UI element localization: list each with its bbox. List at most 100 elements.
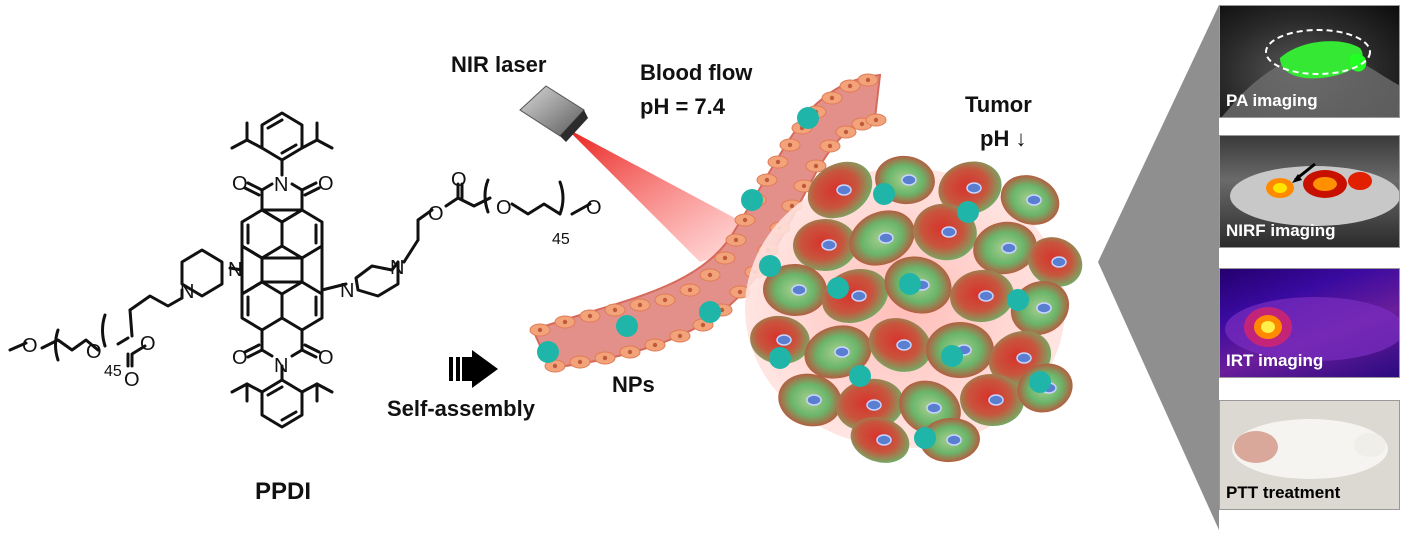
irt-imaging-panel: IRT imaging: [1219, 268, 1400, 378]
ppdi-molecule-structure: [8, 111, 592, 429]
right-peg-chain: [444, 178, 592, 216]
nanoparticle: [899, 273, 921, 295]
atom-o-top-left: O: [232, 173, 248, 195]
endothelial-nucleus: [652, 342, 658, 348]
endothelial-nucleus: [733, 237, 739, 243]
bottom-imide-ring: [243, 343, 321, 382]
endothelial-nucleus: [677, 333, 683, 339]
endothelial-nucleus: [587, 313, 593, 319]
left-piperazine: [128, 248, 244, 312]
endothelial-nucleus: [722, 255, 728, 261]
atom-o-top-right: O: [318, 173, 334, 195]
endothelial-nucleus: [789, 203, 795, 209]
tumor-cell-nucleus: [966, 182, 982, 194]
tumor-cell-nucleus: [776, 334, 792, 346]
endothelial-nucleus: [637, 302, 643, 308]
endothelial-nucleus: [787, 142, 793, 148]
nirf-image: [1230, 162, 1399, 226]
endothelial-nucleus: [801, 183, 807, 189]
atom-o-right-methoxy: O: [586, 197, 602, 219]
tumor-cell-nucleus: [978, 290, 994, 302]
tumor-cell-nucleus: [836, 184, 852, 196]
tumor-cell-nucleus: [1001, 242, 1017, 254]
top-imide-ring: [243, 181, 321, 212]
nanoparticle: [827, 277, 849, 299]
tumor-cell-nucleus: [1051, 256, 1067, 268]
top-diisopropylphenyl: [230, 111, 334, 177]
nanoparticle: [769, 347, 791, 369]
ptt-treatment-panel: PTT treatment: [1219, 400, 1400, 510]
tumor-cell-nucleus: [941, 226, 957, 238]
tumor-ph-label: pH ↓: [980, 126, 1027, 151]
nanoparticle: [849, 365, 871, 387]
tumor-cell-nucleus: [876, 434, 892, 446]
atom-o-right-peg: O: [496, 197, 512, 219]
right-piperazine: [320, 208, 434, 298]
endothelial-nucleus: [827, 143, 833, 149]
nps-label: NPs: [612, 372, 655, 397]
atom-n-top: N: [274, 174, 288, 196]
endothelial-nucleus: [737, 289, 743, 295]
pa-imaging-panel: PA imaging: [1219, 5, 1400, 118]
nanoparticle: [914, 427, 936, 449]
endothelial-nucleus: [707, 272, 713, 278]
ptt-image: [1232, 419, 1388, 479]
peg-repeat-labels: 45 45: [104, 231, 570, 380]
endothelial-nucleus: [700, 322, 706, 328]
nirf-imaging-label: NIRF imaging: [1226, 221, 1336, 240]
self-assembly-label: Self-assembly: [387, 396, 535, 421]
peg-repeat-right: 45: [552, 231, 570, 248]
tumor-cell-nucleus: [866, 399, 882, 411]
atom-o-left-methoxy: O: [22, 335, 38, 357]
atom-n-right-core: N: [340, 280, 354, 302]
tumor-cell-nucleus: [821, 239, 837, 251]
nanoparticle: [616, 315, 638, 337]
tumor-cells: [750, 155, 1083, 463]
atom-n-left-core: N: [228, 259, 242, 281]
atom-o-left-peg: O: [86, 341, 102, 363]
nanoparticle: [537, 341, 559, 363]
tumor-cell-nucleus: [1016, 352, 1032, 364]
endothelial-nucleus: [612, 307, 618, 313]
tumor-cell-nucleus: [926, 402, 942, 414]
tumor-cell-nucleus: [1036, 302, 1052, 314]
endothelial-nucleus: [843, 129, 849, 135]
endothelial-nucleus: [742, 217, 748, 223]
endothelial-nucleus: [775, 159, 781, 165]
peg-repeat-left: 45: [104, 363, 122, 380]
tumor-tissue: [745, 155, 1083, 463]
imaging-callout: [1098, 5, 1219, 530]
nanoparticle: [941, 345, 963, 367]
nanoparticle: [741, 189, 763, 211]
nanoparticle: [797, 107, 819, 129]
pa-image: [1221, 29, 1399, 117]
nanoparticle: [1007, 289, 1029, 311]
tumor-cell-nucleus: [946, 434, 962, 446]
endothelial-nucleus: [662, 297, 668, 303]
endothelial-nucleus: [537, 327, 543, 333]
endothelial-nucleus: [865, 77, 871, 83]
left-peg-chain: [8, 308, 147, 368]
tumor-cell-nucleus: [1026, 194, 1042, 206]
atom-o-left-carbonyl: O: [124, 369, 140, 391]
nir-laser-label: NIR laser: [451, 52, 547, 77]
ptt-treatment-label: PTT treatment: [1226, 483, 1341, 502]
endothelial-nucleus: [873, 117, 879, 123]
self-assembly-arrow: [449, 350, 498, 388]
irt-image: [1225, 297, 1399, 361]
tumor-cell-nucleus: [988, 394, 1004, 406]
atom-n-bottom: N: [274, 355, 288, 377]
nanoparticle: [699, 301, 721, 323]
nir-laser-device: [519, 85, 776, 262]
nanoparticle: [873, 183, 895, 205]
endothelial-nucleus: [859, 121, 865, 127]
atom-n-right-chain: N: [390, 257, 404, 279]
ppdi-label: PPDI: [255, 478, 312, 505]
tumor-cell-nucleus: [878, 232, 894, 244]
endothelial-nucleus: [829, 95, 835, 101]
atom-n-left-chain: N: [180, 281, 194, 303]
atom-o-right-ester: O: [428, 203, 444, 225]
endothelial-nucleus: [764, 177, 770, 183]
tumor-cell-nucleus: [806, 394, 822, 406]
